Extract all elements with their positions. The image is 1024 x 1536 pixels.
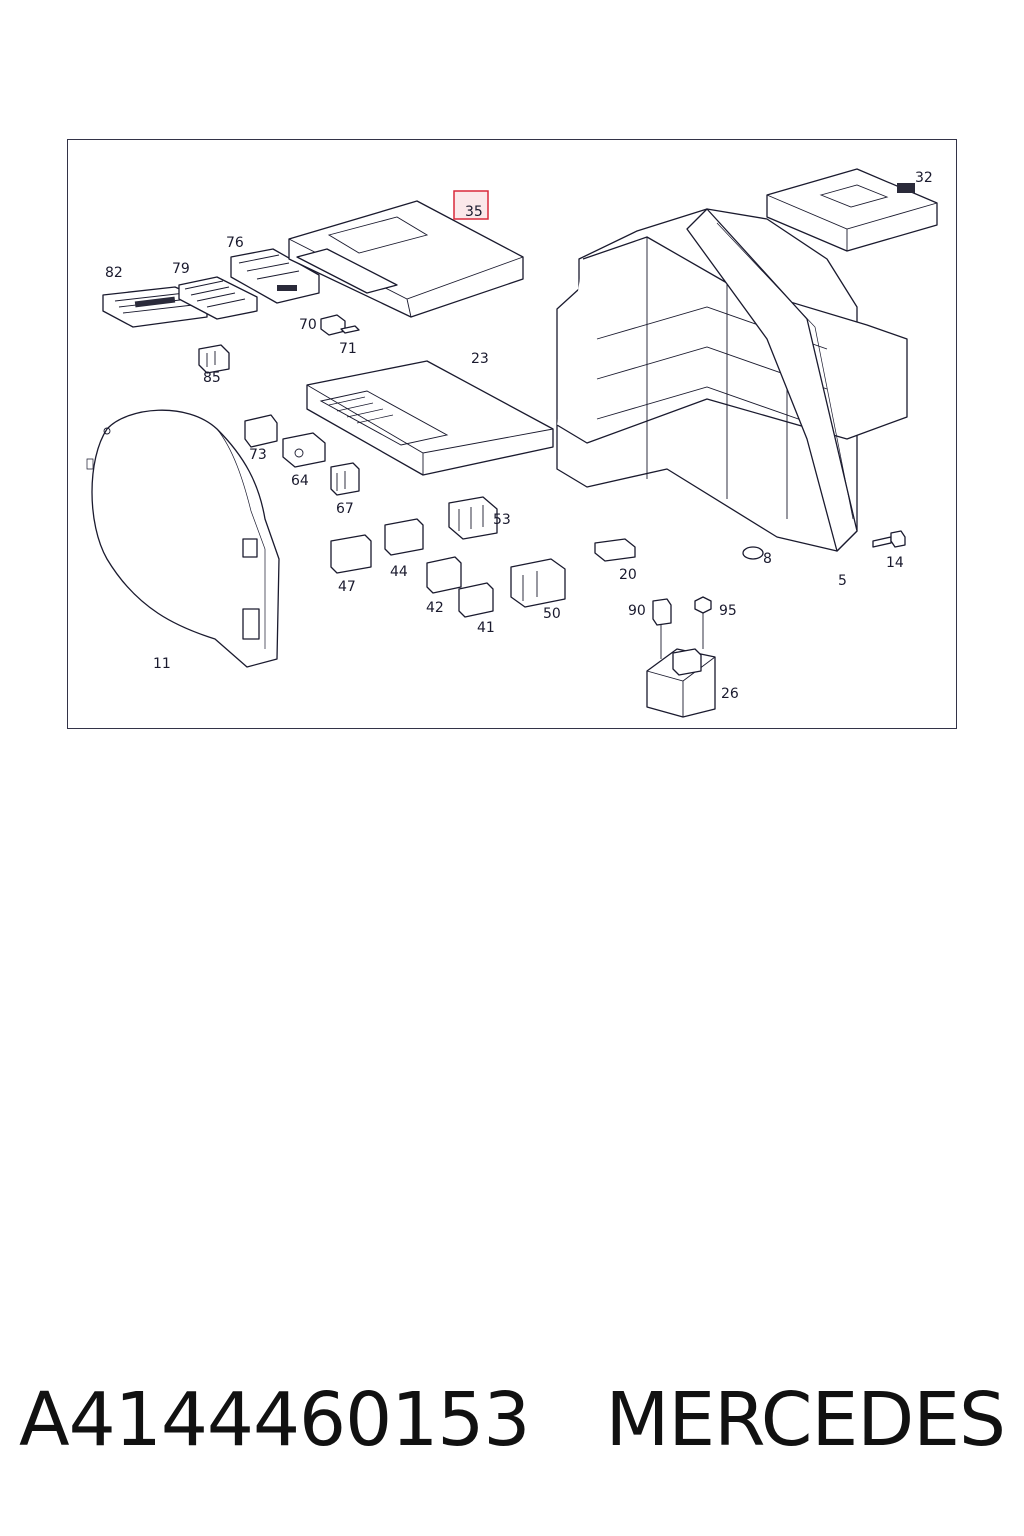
part-5-housing [556, 208, 908, 552]
part-caption: A4144460153 MERCEDES [0, 1370, 1024, 1470]
part-85-plug [198, 344, 230, 374]
label-44: 44 [390, 564, 408, 580]
highlight-box-35 [453, 190, 489, 220]
part-95-nut [694, 596, 712, 649]
label-79: 79 [172, 261, 190, 277]
label-41: 41 [477, 620, 495, 636]
part-50-relay-socket [510, 558, 566, 608]
part-71-fuse [340, 325, 360, 334]
part-53-relay-socket [448, 496, 498, 540]
label-85: 85 [203, 370, 221, 386]
part-14-bolt [872, 530, 906, 548]
label-53: 53 [493, 512, 511, 528]
part-32-control-unit [766, 168, 938, 252]
label-70: 70 [299, 317, 317, 333]
part-70-fuse [320, 314, 346, 336]
brand-name: MERCEDES [605, 1377, 1005, 1463]
label-73: 73 [249, 447, 267, 463]
label-5: 5 [838, 573, 847, 589]
part-number: A4144460153 [19, 1377, 530, 1463]
label-32: 32 [915, 170, 933, 186]
label-67: 67 [336, 501, 354, 517]
label-20: 20 [619, 567, 637, 583]
label-35: 35 [465, 204, 483, 220]
part-26-relay-bracket [646, 648, 716, 718]
part-20-clip [594, 538, 636, 562]
label-95: 95 [719, 603, 737, 619]
part-47-relay [330, 534, 372, 574]
label-50: 50 [543, 606, 561, 622]
label-26: 26 [721, 686, 739, 702]
part-76-connector [230, 248, 320, 304]
part-11-cover [86, 409, 280, 668]
label-47: 47 [338, 579, 356, 595]
part-64-relay-socket [282, 432, 326, 468]
diagram-frame [67, 139, 957, 729]
parts-diagram: 82 79 76 70 71 85 35 32 23 73 64 67 53 4… [86, 168, 938, 718]
label-14: 14 [886, 555, 904, 571]
label-23: 23 [471, 351, 489, 367]
part-41-relay [458, 582, 494, 618]
label-82: 82 [105, 265, 123, 281]
part-42-relay [426, 556, 462, 594]
part-35-control-unit [288, 200, 524, 318]
label-42: 42 [426, 600, 444, 616]
part-67-plug [330, 462, 360, 496]
part-79-connector [178, 276, 258, 320]
part-90-connector [652, 598, 672, 659]
label-90: 90 [628, 603, 646, 619]
part-labels: 82 79 76 70 71 85 35 32 23 73 64 67 53 4… [105, 170, 933, 702]
label-64: 64 [291, 473, 309, 489]
part-8-grommet [742, 546, 764, 560]
label-76: 76 [226, 235, 244, 251]
part-73-relay-socket [244, 414, 278, 448]
label-8: 8 [763, 551, 772, 567]
part-44-relay [384, 518, 424, 556]
label-11: 11 [153, 656, 171, 672]
part-23-control-unit [306, 360, 554, 476]
label-71: 71 [339, 341, 357, 357]
